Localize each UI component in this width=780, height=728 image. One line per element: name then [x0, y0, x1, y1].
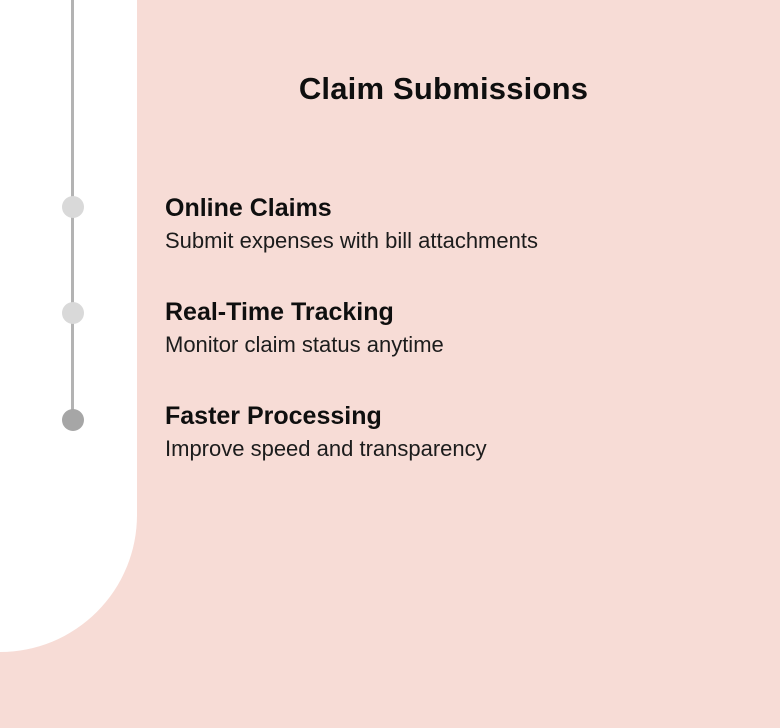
- item-description: Improve speed and transparency: [165, 436, 487, 461]
- left-accent-panel: [0, 0, 137, 652]
- feature-list: Online Claims Submit expenses with bill …: [165, 192, 538, 464]
- page-title: Claim Submissions: [298, 70, 589, 106]
- item-heading: Online Claims: [165, 194, 332, 222]
- list-item-online-claims: Online Claims Submit expenses with bill …: [165, 192, 538, 256]
- item-heading: Faster Processing: [165, 402, 382, 430]
- item-heading: Real-Time Tracking: [165, 298, 394, 326]
- item-description: Monitor claim status anytime: [165, 332, 444, 357]
- list-item-real-time-tracking: Real-Time Tracking Monitor claim status …: [165, 296, 538, 360]
- timeline-dot-3: [62, 409, 84, 431]
- timeline-dot-1: [62, 196, 84, 218]
- timeline-dot-2: [62, 302, 84, 324]
- item-description: Submit expenses with bill attachments: [165, 228, 538, 253]
- list-item-faster-processing: Faster Processing Improve speed and tran…: [165, 400, 538, 464]
